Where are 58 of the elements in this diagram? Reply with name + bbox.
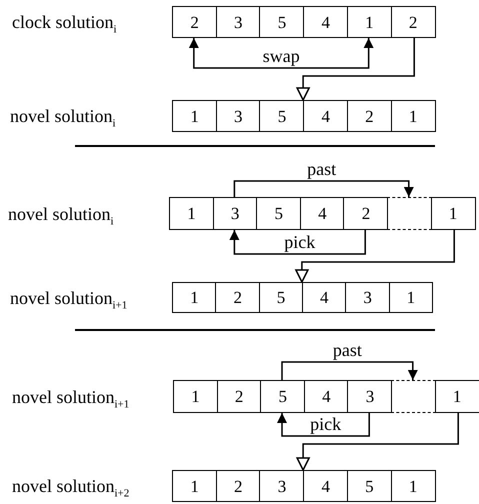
- array-cell: 1: [172, 100, 218, 132]
- array-cell: 4: [300, 197, 345, 230]
- array-cell: 5: [258, 282, 304, 313]
- array-cell: 2: [216, 470, 261, 502]
- array-row: [172, 470, 434, 502]
- array-cell: 5: [256, 197, 302, 230]
- array-cell: 2: [172, 6, 218, 38]
- array-cell: 2: [343, 197, 388, 230]
- array-cell: 1: [434, 380, 479, 413]
- row-label: clock solution$_{i}$: [12, 13, 117, 36]
- array-cell: 1: [172, 470, 218, 502]
- array-cell: 1: [390, 100, 436, 132]
- bracket-arrow: [188, 38, 374, 69]
- edge-label: pick: [308, 415, 344, 433]
- row-label: novel solution$_{i}$: [10, 107, 116, 130]
- array-cell: 3: [212, 197, 258, 230]
- array-cell: 1: [430, 197, 476, 230]
- row-label: novel solution$_{i+1}$: [12, 388, 130, 410]
- array-cell: 4: [303, 6, 348, 38]
- array-row: [172, 100, 434, 132]
- array-row: [169, 197, 474, 230]
- array-cell: 5: [260, 380, 306, 413]
- row-label: novel solution$_{i+2}$: [12, 477, 130, 500]
- row-label: novel solution$_{i}$: [8, 204, 114, 228]
- array-cell: 2: [215, 282, 260, 313]
- array-cell: 2: [346, 100, 392, 132]
- bracket-arrow: [234, 180, 414, 197]
- array-cell: 1: [388, 282, 434, 313]
- array-row: [172, 6, 434, 38]
- array-cell: 3: [216, 100, 261, 132]
- array-cell: 5: [259, 100, 305, 132]
- array-cell: 1: [169, 197, 214, 230]
- array-cell: 3: [345, 282, 390, 313]
- bracket-arrow: [281, 361, 418, 380]
- array-cell: 3: [216, 6, 261, 38]
- array-cell: 4: [303, 100, 348, 132]
- down-arrow: [295, 230, 455, 283]
- array-cell: 4: [304, 380, 349, 413]
- bracket-arrow: [277, 413, 370, 437]
- down-arrow: [296, 38, 415, 101]
- array-cell: 4: [302, 282, 347, 313]
- array-cell: 4: [303, 470, 348, 502]
- down-arrow: [296, 413, 459, 471]
- array-cell: 1: [390, 470, 436, 502]
- array-cell: 5: [346, 470, 392, 502]
- edge-label: pick: [282, 233, 318, 251]
- array-cell: 2: [390, 6, 436, 38]
- array-cell: 1: [173, 380, 218, 413]
- array-cell: 2: [216, 380, 262, 413]
- bracket-arrow: [229, 230, 366, 255]
- array-cell: 1: [172, 282, 217, 313]
- array-row: [173, 380, 478, 413]
- array-cell: 3: [347, 380, 392, 413]
- array-row: [172, 282, 432, 313]
- row-label: novel solution$_{i+1}$: [10, 288, 128, 312]
- array-cell: 3: [259, 470, 305, 502]
- array-cell: 1: [346, 6, 392, 38]
- array-cell: 5: [259, 6, 305, 38]
